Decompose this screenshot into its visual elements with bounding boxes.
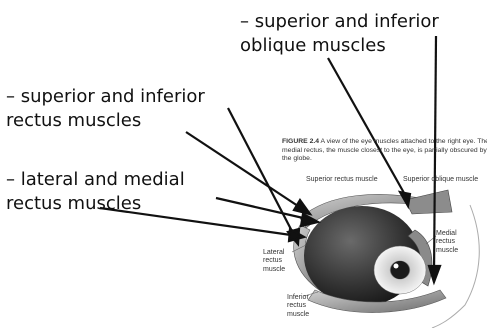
label-inferior-rectus: Inferior rectus muscle <box>287 294 319 319</box>
eye-pupil <box>391 261 409 279</box>
figure-number: FIGURE 2.4 <box>282 138 319 145</box>
superior-oblique-muscle <box>405 190 452 214</box>
label-medial-rectus: Medial rectus muscle <box>436 230 470 255</box>
callout-oblique-line-2: oblique muscles <box>240 34 439 58</box>
eye-highlight <box>394 264 399 269</box>
figure-caption: FIGURE 2.4 A view of the eye muscles att… <box>282 138 487 164</box>
arrow-oblique-inferior-head <box>429 266 440 282</box>
callout-rectus-si-line-1: – superior and inferior <box>6 85 205 109</box>
callout-oblique-muscles: – superior and inferior oblique muscles <box>240 10 439 58</box>
callout-lateral-medial-rectus: – lateral and medial rectus muscles <box>6 168 185 216</box>
label-superior-oblique: Superior oblique muscle <box>403 176 478 184</box>
callout-oblique-line-1: – superior and inferior <box>240 10 439 34</box>
callout-rectus-lm-line-1: – lateral and medial <box>6 168 185 192</box>
callout-rectus-lm-line-2: rectus muscles <box>6 192 185 216</box>
arrow-rectus-superior-head <box>294 200 310 214</box>
arrow-rectus-inferior <box>228 108 295 237</box>
callout-rectus-si-line-2: rectus muscles <box>6 109 205 133</box>
label-lateral-rectus: Lateral rectus muscle <box>263 249 295 274</box>
callout-superior-inferior-rectus: – superior and inferior rectus muscles <box>6 85 205 133</box>
label-superior-rectus: Superior rectus muscle <box>306 176 378 184</box>
